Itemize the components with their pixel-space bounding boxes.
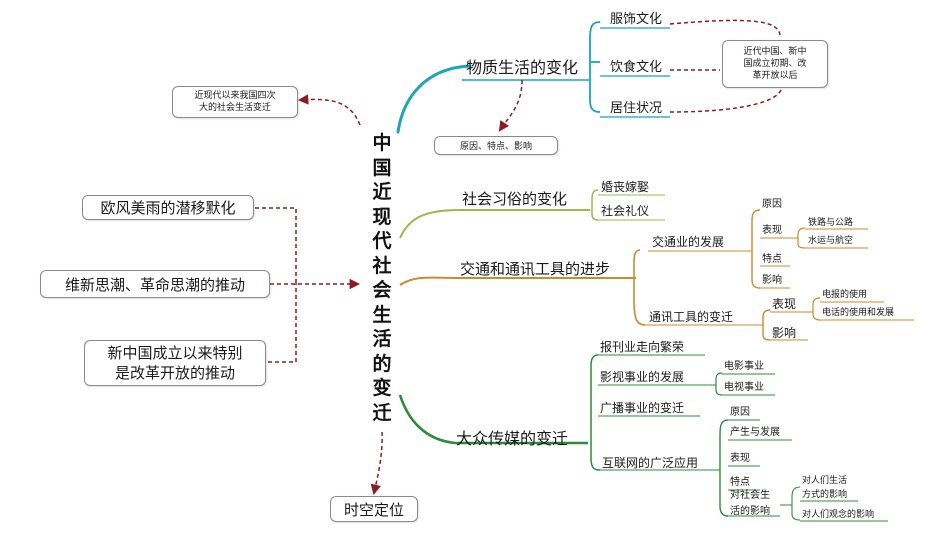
title-char: 中 (372, 132, 392, 154)
title-char: 现 (372, 205, 392, 228)
traffic-rail-road: 铁路与公路 (808, 218, 854, 228)
internet-society-effect-2: 活的影响 (730, 506, 770, 517)
cause-1-text: 欧风美雨的潜移默化 (100, 199, 236, 217)
bracket-comm (762, 309, 771, 341)
intro-line-2: 大的社会生活变迁 (198, 103, 271, 113)
bracket-traffic-manifest (797, 227, 806, 249)
central-title: 中 国 近 现 代 社 会 生 活 的 变 迁 (364, 131, 400, 425)
cause-box-1: 欧风美雨的潜移默化 (82, 195, 254, 220)
bracket-material (589, 21, 601, 113)
dash-to-factors (498, 79, 523, 132)
title-char: 变 (372, 377, 392, 399)
dash-to-intro (297, 94, 361, 126)
traffic-item-effect: 影响 (762, 275, 782, 286)
material-item-food: 饮食文化 (610, 60, 663, 75)
media-tv: 电视事业 (724, 382, 764, 393)
title-char: 近 (372, 181, 392, 203)
dash-from-cause-3 (268, 282, 297, 363)
media-item-radio: 广播事业的变迁 (600, 401, 685, 415)
factors-box: 原因、特点、影响 (434, 136, 558, 155)
cause-2-text: 维新思潮、革命思潮的推动 (64, 275, 245, 294)
title-char: 国 (372, 156, 392, 179)
period-line-2: 国成立初期、改 (743, 58, 807, 69)
material-item-housing: 居住状况 (610, 101, 663, 116)
title-char: 会 (372, 279, 392, 301)
bracket-transport (633, 249, 646, 326)
title-char: 迁 (372, 401, 392, 424)
underline-items (600, 27, 670, 118)
title-char: 活 (372, 328, 392, 350)
internet-origin: 产生与发展 (730, 427, 780, 438)
intro-line-1: 近现代以来我国四次 (194, 90, 276, 101)
cause-3-line-1: 新中国成立以来特别 (107, 343, 243, 362)
bracket-traffic (751, 209, 761, 289)
branch-customs (399, 209, 590, 239)
transport-title: 交通和通讯工具的进步 (460, 260, 611, 278)
dash-items-to-period (669, 19, 783, 113)
time-position-text: 时空定位 (343, 500, 404, 519)
period-line-1: 近代中国、新中 (743, 46, 807, 57)
effect-lifestyle-1: 对人们生活 (802, 476, 848, 486)
internet-cause: 原因 (730, 407, 750, 418)
bracket-filmtv (715, 372, 723, 396)
bracket-internet (719, 419, 729, 517)
comm-item-effect: 影响 (772, 326, 797, 340)
traffic-item-cause: 原因 (762, 199, 782, 210)
bracket-media (590, 354, 601, 471)
media-item-filmtv: 影视事业的发展 (600, 370, 685, 384)
title-char: 的 (372, 352, 392, 375)
effect-lifestyle-2: 方式的影响 (802, 490, 848, 500)
comm-label: 通讯工具的变迁 (649, 310, 734, 324)
dash-to-time (370, 431, 383, 496)
factors-text: 原因、特点、影响 (459, 142, 532, 152)
customs-item-marriage: 婚丧嫁娶 (601, 180, 650, 194)
internet-feature: 特点 (730, 477, 750, 488)
material-title: 物质生活的变化 (466, 58, 579, 77)
media-item-press: 报刊业走向繁荣 (600, 340, 685, 354)
bracket-effects (791, 486, 801, 521)
material-item-clothing: 服饰文化 (610, 12, 663, 27)
title-char: 生 (372, 303, 392, 326)
branch-material (396, 64, 472, 134)
comm-telegraph: 电报的使用 (822, 290, 868, 300)
title-char: 社 (372, 254, 392, 277)
traffic-item-feature: 特点 (762, 254, 782, 265)
comm-item-manifest: 表现 (772, 297, 797, 311)
comm-telephone: 电话的使用和发展 (822, 308, 895, 318)
media-item-internet: 互联网的广泛应用 (602, 456, 699, 470)
period-box: 近代中国、新中 国成立初期、改 革开放以后 (722, 40, 828, 88)
customs-item-etiquette: 社会礼仪 (601, 204, 650, 218)
branch-transport (399, 276, 636, 286)
media-film: 电影事业 (724, 361, 764, 372)
bracket-comm-manifest (812, 297, 821, 321)
bracket-customs (591, 189, 599, 221)
cause-box-2: 维新思潮、革命思潮的推动 (40, 270, 270, 298)
period-line-3: 革开放以后 (752, 71, 798, 82)
internet-society-effect-1: 对社会生 (730, 490, 770, 501)
cause-3-line-2: 是改革开放的推动 (114, 364, 235, 382)
title-char: 代 (372, 230, 392, 252)
traffic-item-manifest: 表现 (762, 225, 782, 236)
cause-box-3: 新中国成立以来特别 是改革开放的推动 (84, 340, 266, 386)
intro-box: 近现代以来我国四次 大的社会生活变迁 (172, 86, 298, 118)
branch-media (398, 394, 588, 445)
time-position-box: 时空定位 (330, 496, 418, 522)
traffic-water-air: 水运与航空 (808, 236, 854, 246)
media-title: 大众传媒的变迁 (456, 429, 569, 448)
traffic-label: 交通业的发展 (652, 235, 725, 249)
customs-title: 社会习俗的变化 (462, 190, 568, 208)
effect-ideas: 对人们观念的影响 (802, 510, 875, 520)
internet-manifest: 表现 (730, 453, 750, 464)
